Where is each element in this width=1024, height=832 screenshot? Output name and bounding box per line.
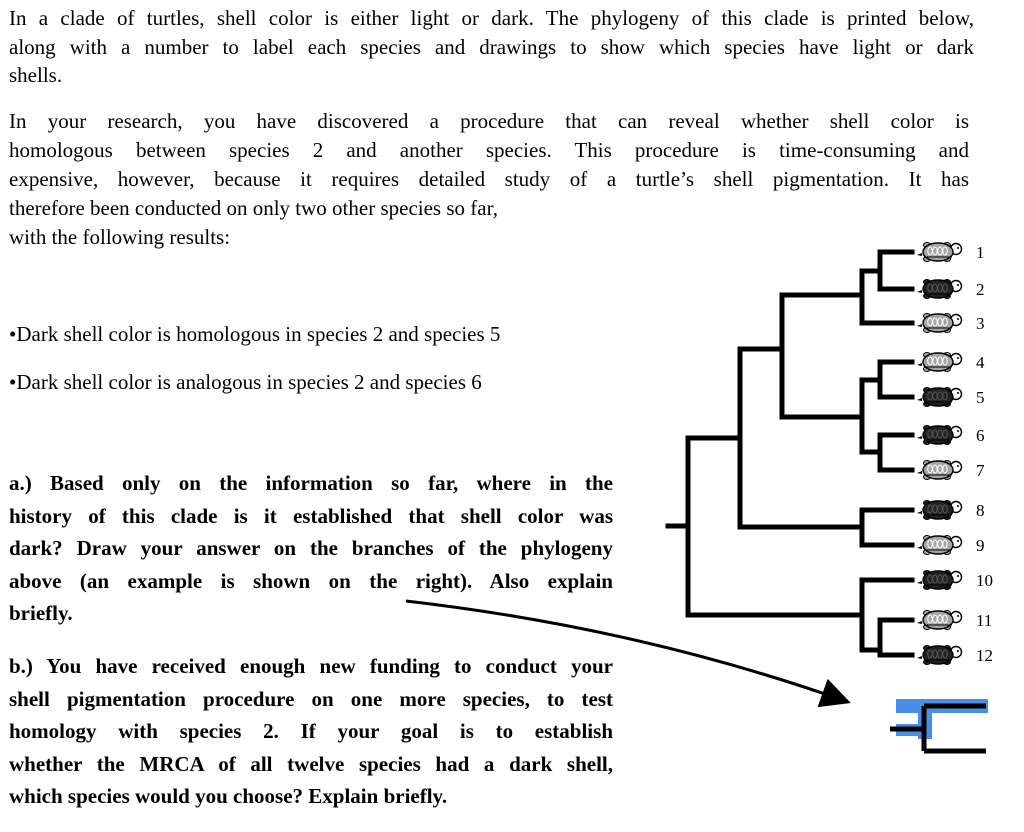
intro-line: shells. <box>9 63 63 87</box>
question-b-line: which species would you choose? Explain … <box>9 784 448 809</box>
turtle-dark-icon <box>917 387 963 407</box>
turtle-light-icon <box>917 313 963 333</box>
species-label: 3 <box>976 314 985 333</box>
question-b-line: whether the MRCA of all twelve species h… <box>9 751 613 776</box>
species-label: 1 <box>976 243 985 262</box>
species-label: 9 <box>976 536 985 555</box>
turtle-light-icon <box>917 535 963 555</box>
species-label: 11 <box>976 611 992 630</box>
research-line: In your research, you have discovered a … <box>9 109 969 133</box>
turtle-dark-icon <box>917 425 963 445</box>
species-label: 10 <box>976 571 993 590</box>
species-label: 4 <box>976 353 985 372</box>
species-label: 6 <box>976 426 985 445</box>
turtle-dark-icon <box>917 500 963 520</box>
question-a-line: briefly. <box>9 601 73 626</box>
intro-line: In a clade of turtles, shell color is ei… <box>9 6 974 30</box>
research-paragraph: In your research, you have discovered a … <box>9 107 969 252</box>
species-label: 8 <box>976 501 985 520</box>
turtle-dark-icon <box>917 279 963 299</box>
research-line: with the following results: <box>9 225 231 249</box>
species-label: 2 <box>976 280 985 299</box>
result-bullet-analogous: •Dark shell color is analogous in specie… <box>9 370 482 394</box>
turtle-dark-icon <box>917 570 963 590</box>
question-a-line: above (an example is shown on the right)… <box>9 568 613 593</box>
question-b: b.) You have received enough new funding… <box>9 650 613 813</box>
question-a: a.) Based only on the information so far… <box>9 467 613 630</box>
intro-paragraph: In a clade of turtles, shell color is ei… <box>9 4 974 90</box>
research-line: homologous between species 2 and another… <box>9 138 969 162</box>
turtle-dark-icon <box>917 645 963 665</box>
species-label: 12 <box>976 646 993 665</box>
turtle-light-icon <box>917 460 963 480</box>
species-label: 5 <box>976 388 985 407</box>
phylogeny-tree <box>665 249 915 658</box>
research-line: therefore been conducted on only two oth… <box>9 196 498 220</box>
question-a-line: a.) Based only on the information so far… <box>9 471 613 495</box>
question-b-line: shell pigmentation procedure on one more… <box>9 686 613 711</box>
species-label: 7 <box>976 461 985 480</box>
example-arrow <box>405 599 851 708</box>
question-b-line: homology with species 2. If your goal is… <box>9 719 613 744</box>
research-line: expensive, however, because it requires … <box>9 167 969 191</box>
result-bullet-homologous: •Dark shell color is homologous in speci… <box>9 322 501 346</box>
example-branch-drawing <box>890 699 988 754</box>
question-b-line: b.) You have received enough new funding… <box>9 654 613 678</box>
turtle-light-icon <box>917 242 963 262</box>
question-a-line: history of this clade is it established … <box>9 503 613 528</box>
turtle-light-icon <box>917 610 963 630</box>
question-a-line: dark? Draw your answer on the branches o… <box>9 536 613 561</box>
turtle-light-icon <box>917 352 963 372</box>
intro-line: along with a number to label each specie… <box>9 34 974 59</box>
